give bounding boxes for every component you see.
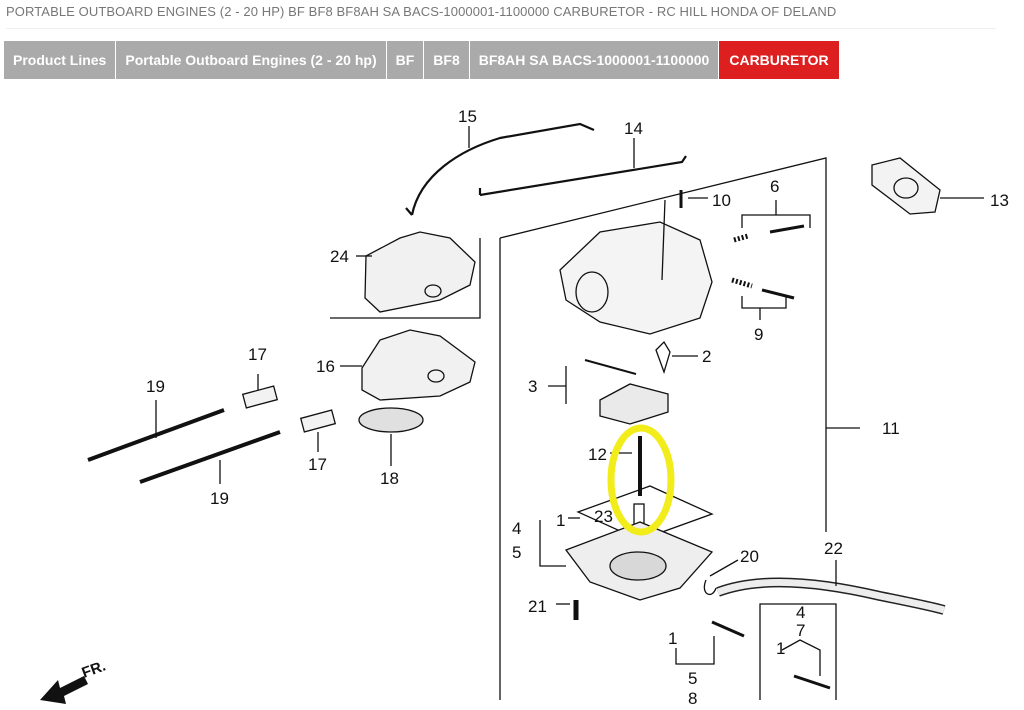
carburetor-body	[559, 221, 713, 335]
front-direction-arrow: FR.	[40, 658, 108, 704]
callout-11[interactable]: 11	[882, 419, 900, 438]
callout-13[interactable]: 13	[990, 191, 1009, 210]
callout-21[interactable]: 21	[528, 597, 547, 616]
title-divider	[6, 28, 996, 29]
callout-1c[interactable]: 1	[776, 639, 785, 658]
callout-17a[interactable]: 17	[248, 345, 267, 364]
breadcrumb: Product Lines Portable Outboard Engines …	[4, 41, 840, 79]
breadcrumb-portable-outboard-engines[interactable]: Portable Outboard Engines (2 - 20 hp)	[116, 41, 386, 79]
float-valve-2	[655, 340, 671, 375]
callout-5b[interactable]: 5	[688, 669, 697, 688]
callout-2[interactable]: 2	[702, 347, 711, 366]
highlight-jet-ring	[607, 424, 675, 536]
page-title: PORTABLE OUTBOARD ENGINES (2 - 20 HP) BF…	[6, 4, 837, 19]
intake-elbow-16	[361, 329, 476, 401]
callout-10[interactable]: 10	[712, 191, 731, 210]
callout-5a[interactable]: 5	[512, 543, 521, 562]
callout-16[interactable]: 16	[316, 357, 335, 376]
callout-17b[interactable]: 17	[308, 455, 327, 474]
callout-4a[interactable]: 4	[512, 519, 521, 538]
callout-15[interactable]: 15	[458, 107, 477, 126]
front-direction-label: FR.	[80, 658, 109, 682]
breadcrumb-bf[interactable]: BF	[386, 41, 424, 79]
breadcrumb-bf8[interactable]: BF8	[424, 41, 469, 79]
collar-17b	[299, 409, 337, 433]
intake-elbow-24	[364, 231, 476, 313]
callout-23[interactable]: 23	[594, 507, 613, 526]
callout-7[interactable]: 7	[796, 621, 805, 640]
callout-1a[interactable]: 1	[556, 511, 565, 530]
air-screen-18	[358, 407, 424, 433]
callout-20[interactable]: 20	[740, 547, 759, 566]
throttle-wire-15	[405, 122, 595, 216]
bolt-19b	[139, 430, 281, 484]
collar-17a	[241, 385, 279, 409]
callout-12[interactable]: 12	[588, 445, 607, 464]
callout-22[interactable]: 22	[824, 539, 843, 558]
breadcrumb-bf8ah-model[interactable]: BF8AH SA BACS-1000001-1100000	[469, 41, 719, 79]
callout-3[interactable]: 3	[528, 377, 537, 396]
insulator-gasket-13	[871, 157, 941, 215]
choke-rod-14	[478, 155, 687, 197]
callout-14[interactable]: 14	[624, 119, 643, 138]
callout-1b[interactable]: 1	[668, 629, 677, 648]
callout-4b[interactable]: 4	[796, 603, 805, 622]
breadcrumb-product-lines[interactable]: Product Lines	[4, 41, 116, 79]
callout-6[interactable]: 6	[770, 177, 779, 196]
clip-20	[703, 579, 717, 596]
callout-24[interactable]: 24	[330, 247, 349, 266]
float-3	[599, 383, 669, 425]
breadcrumb-carburetor[interactable]: CARBURETOR	[719, 41, 839, 79]
callout-8[interactable]: 8	[688, 689, 697, 708]
callout-18[interactable]: 18	[380, 469, 399, 488]
callout-19a[interactable]: 19	[146, 377, 165, 396]
callout-19b[interactable]: 19	[210, 489, 229, 508]
callout-9[interactable]: 9	[754, 325, 763, 344]
